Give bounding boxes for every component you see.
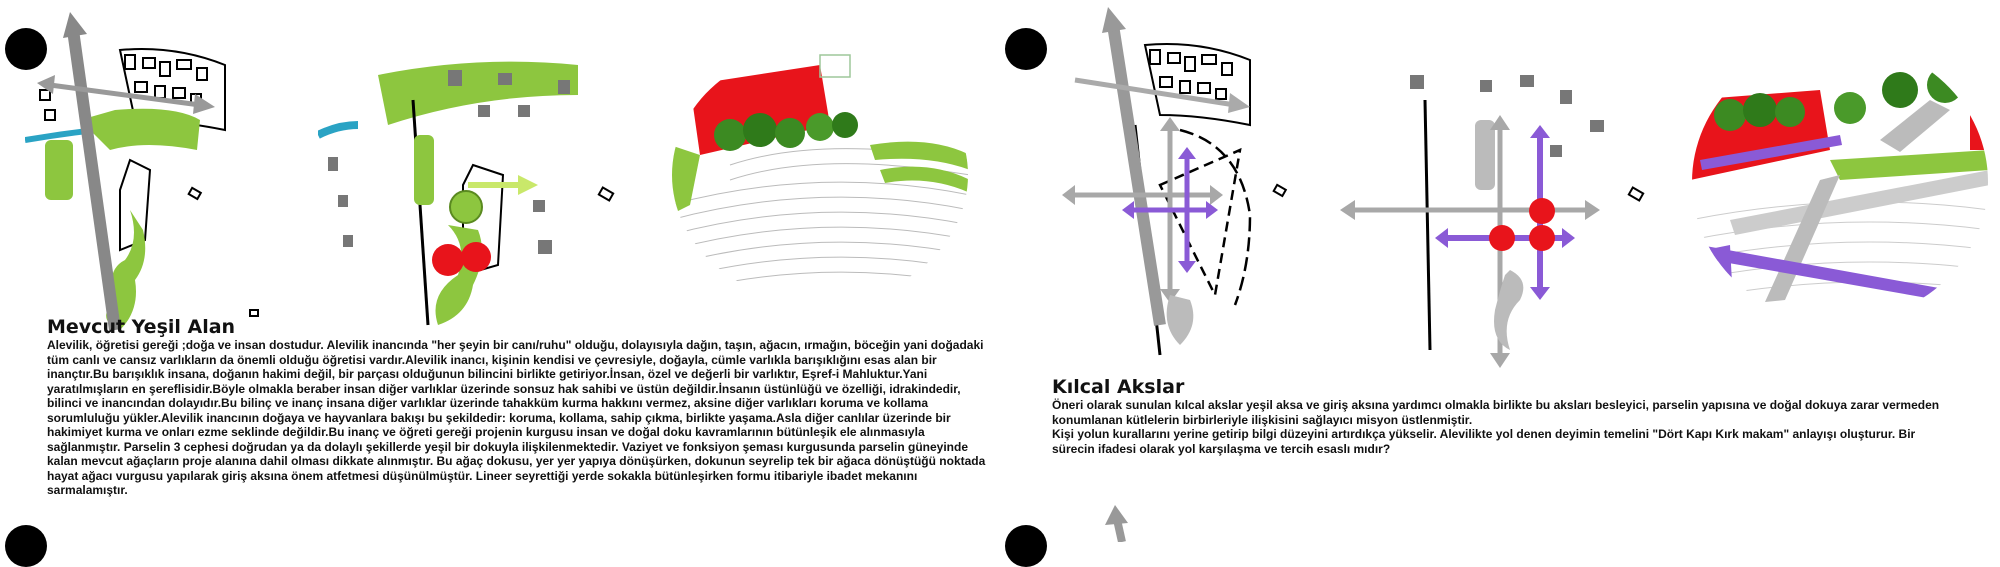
life-tree: [449, 190, 483, 224]
green-lawn: [672, 145, 700, 215]
grey-tree-cluster: [1166, 295, 1194, 345]
tree-row: [1714, 67, 1963, 131]
green-terrace: [870, 141, 968, 193]
partial-axis-arrow: [1105, 505, 1128, 542]
grey-park: [1475, 120, 1495, 190]
grey-path: [1880, 100, 1950, 152]
grey-tree-cluster: [1494, 270, 1524, 350]
green-path: [1830, 150, 1988, 180]
vertical-axis-arrow: [1102, 7, 1166, 326]
purple-capillary-arrows: [1122, 147, 1218, 273]
section-marker-dot: [5, 28, 47, 70]
vertical-axis-arrow: [63, 12, 121, 331]
small-building: [1272, 183, 1288, 198]
parcel-outline: [119, 158, 152, 252]
red-tree-mass: [461, 242, 491, 272]
existing-building: [538, 240, 552, 254]
left-panel: Mevcut Yeşil Alan Alevilik, öğretisi ger…: [0, 0, 1000, 567]
small-building: [249, 309, 259, 317]
node-circle: [1489, 225, 1515, 251]
green-strip: [378, 61, 578, 125]
section-heading: Kılcal Akslar: [1052, 376, 1185, 398]
small-building: [1627, 186, 1645, 202]
tree-row: [714, 112, 858, 151]
dashed-boundary: [1179, 128, 1252, 306]
section-heading: Mevcut Yeşil Alan: [47, 316, 236, 338]
site-edge-line: [411, 99, 430, 326]
existing-buildings: [1410, 75, 1604, 157]
section-marker-dot: [1005, 525, 1047, 567]
right-panel: Kılcal Akslar Öneri olarak sunulan kılca…: [1000, 0, 2000, 567]
horizontal-axis-arrow: [1074, 77, 1250, 113]
horizontal-axis-arrow: [37, 75, 215, 114]
small-building: [187, 186, 203, 201]
node-circle: [1529, 198, 1555, 224]
node-circle: [1529, 225, 1555, 251]
section-paragraph: Öneri olarak sunulan kılcal akslar yeşil…: [1052, 398, 1940, 427]
section-marker-dot: [1005, 28, 1047, 70]
green-strip: [80, 108, 200, 150]
outline-volume: [819, 54, 851, 78]
small-building: [597, 186, 615, 202]
green-park: [45, 140, 73, 200]
red-tree-mass: [432, 244, 464, 276]
green-axis-arrow: [468, 175, 538, 195]
section-paragraph: Alevilik, öğretisi gereği ;doğa ve insan…: [47, 338, 986, 497]
stream-line: [318, 121, 359, 139]
section-paragraph: Kişi yolun kurallarını yerine getirip bi…: [1052, 427, 1916, 456]
perspective-vignette-paths: [1692, 42, 1988, 322]
grey-path: [1730, 170, 1988, 235]
green-connection-plan: [318, 61, 615, 326]
section-marker-dot: [5, 525, 47, 567]
existing-building: [533, 200, 545, 212]
nodes-plan: [1340, 75, 1645, 368]
perspective-vignette: [672, 47, 968, 303]
street-outline: [1143, 43, 1251, 127]
site-edge-line: [1423, 99, 1432, 351]
existing-green-site-plan: [25, 12, 259, 331]
building-footprints: [1149, 49, 1233, 100]
red-building-mass: [1970, 100, 1988, 150]
green-park: [414, 135, 434, 205]
existing-buildings: [328, 70, 570, 247]
section-paragraphs: Öneri olarak sunulan kılcal akslar yeşil…: [1052, 398, 1952, 456]
grey-capillary-arrows: [1062, 117, 1223, 303]
capillary-axes-plan: [1062, 7, 1288, 356]
